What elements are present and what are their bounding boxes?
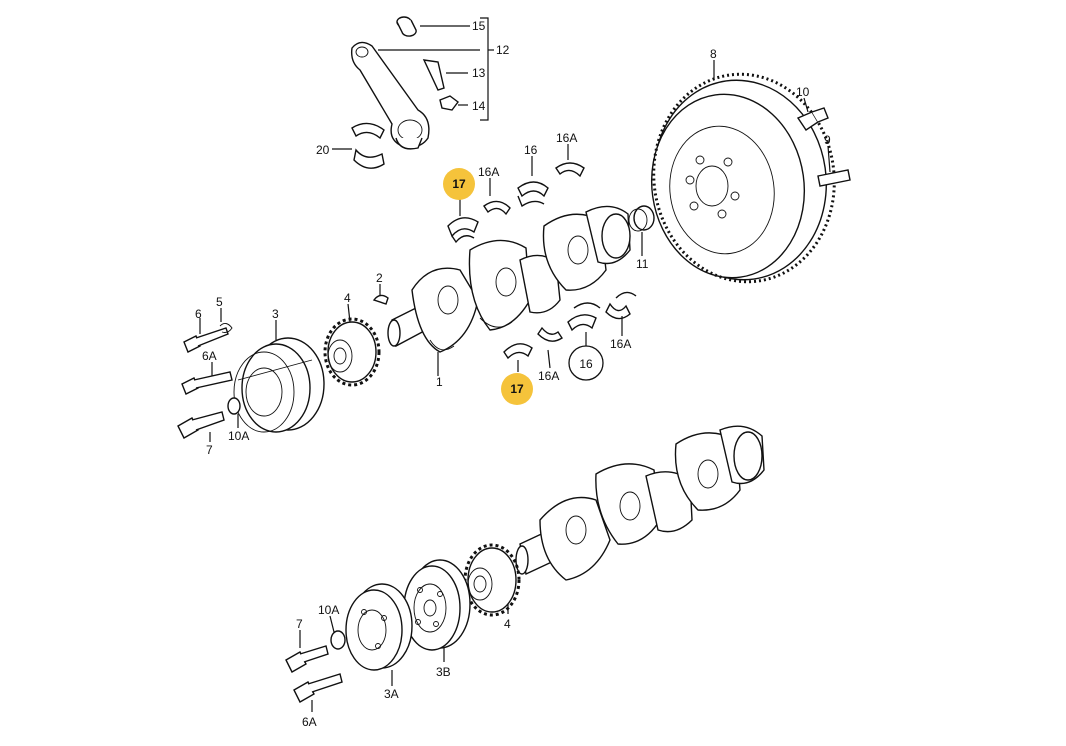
crank-sprocket-upper (323, 303, 381, 387)
label-16a-2: 16A (556, 131, 577, 145)
rod-bushing-body (396, 19, 417, 37)
label-16a-4: 16A (610, 337, 631, 351)
label-10: 10 (796, 85, 810, 99)
label-2: 2 (376, 271, 383, 285)
hotspot-17-upper-marker[interactable] (443, 168, 475, 200)
label-15: 15 (472, 19, 486, 33)
crank-sprocket-lower (463, 543, 521, 617)
label-16: 16 (524, 143, 538, 157)
bolt-6 (183, 335, 201, 353)
washer-5 (219, 323, 233, 333)
label-3b: 3B (436, 665, 451, 679)
crankshaft-lower (515, 425, 765, 581)
washer-10a-lower (330, 630, 346, 650)
part-labels: 1 2 3 3A 3B 4 4 5 6 6A 6A 7 7 8 9 10 10A… (195, 19, 831, 729)
hotspot-16-label[interactable]: 16 (579, 357, 593, 371)
hotspot-16-marker[interactable] (568, 345, 604, 381)
crankshaft-upper (387, 205, 631, 376)
vibration-damper-upper (233, 320, 325, 433)
pulley-bolts-lower (285, 615, 346, 712)
hotspot-17-lower-label[interactable]: 17 (510, 382, 524, 396)
bolt-7-lower (285, 651, 307, 673)
hotspot-17-upper[interactable]: 17 (443, 168, 475, 200)
hotspot-17-upper-label[interactable]: 17 (452, 177, 466, 191)
rod-nut (439, 95, 459, 111)
label-7-lower: 7 (296, 617, 303, 631)
label-10a-upper: 10A (228, 429, 249, 443)
label-16a-1: 16A (478, 165, 499, 179)
main-bearing-shells (447, 144, 637, 372)
label-5: 5 (216, 295, 223, 309)
label-20: 20 (316, 143, 330, 157)
flywheel-ring-gear (652, 72, 836, 284)
label-13: 13 (472, 66, 486, 80)
label-4-lower: 4 (504, 617, 511, 631)
woodruff-key (372, 284, 389, 305)
connecting-rod-group (332, 16, 494, 169)
label-6: 6 (195, 307, 202, 321)
flywheel-group (650, 60, 836, 284)
bolt-6a-lower (293, 681, 315, 703)
dowel-pin (817, 145, 851, 187)
washer-10a-upper (227, 397, 241, 415)
hotspot-17-lower-marker[interactable] (501, 373, 533, 405)
thrust-bearing-lower (503, 343, 533, 360)
label-14: 14 (472, 99, 486, 113)
label-11: 11 (636, 257, 649, 271)
pulley-3b (403, 559, 471, 662)
label-3a: 3A (384, 687, 399, 701)
label-6a-upper: 6A (202, 349, 217, 363)
label-1: 1 (436, 375, 443, 389)
label-9: 9 (824, 133, 831, 147)
label-12: 12 (496, 43, 510, 57)
rod-bearing-upper (351, 122, 385, 140)
label-6a-lower: 6A (302, 715, 317, 729)
flywheel-bolt (796, 97, 829, 131)
label-4-upper: 4 (344, 291, 351, 305)
pulley-bolts-upper (177, 308, 241, 442)
rod-bearing-lower (353, 148, 385, 169)
hotspot-16[interactable]: 16 (568, 345, 604, 381)
hotspot-17-lower[interactable]: 17 (501, 373, 533, 405)
label-7-upper: 7 (206, 443, 213, 457)
rod-cap (395, 137, 423, 150)
pulley-3a (345, 583, 413, 686)
label-8: 8 (710, 47, 717, 61)
rod-bolt (422, 59, 445, 91)
needle-bearing (628, 205, 655, 256)
label-10a-lower: 10A (318, 603, 339, 617)
label-3: 3 (272, 307, 279, 321)
label-16a-3: 16A (538, 369, 559, 383)
thrust-bearing-upper (447, 217, 479, 238)
